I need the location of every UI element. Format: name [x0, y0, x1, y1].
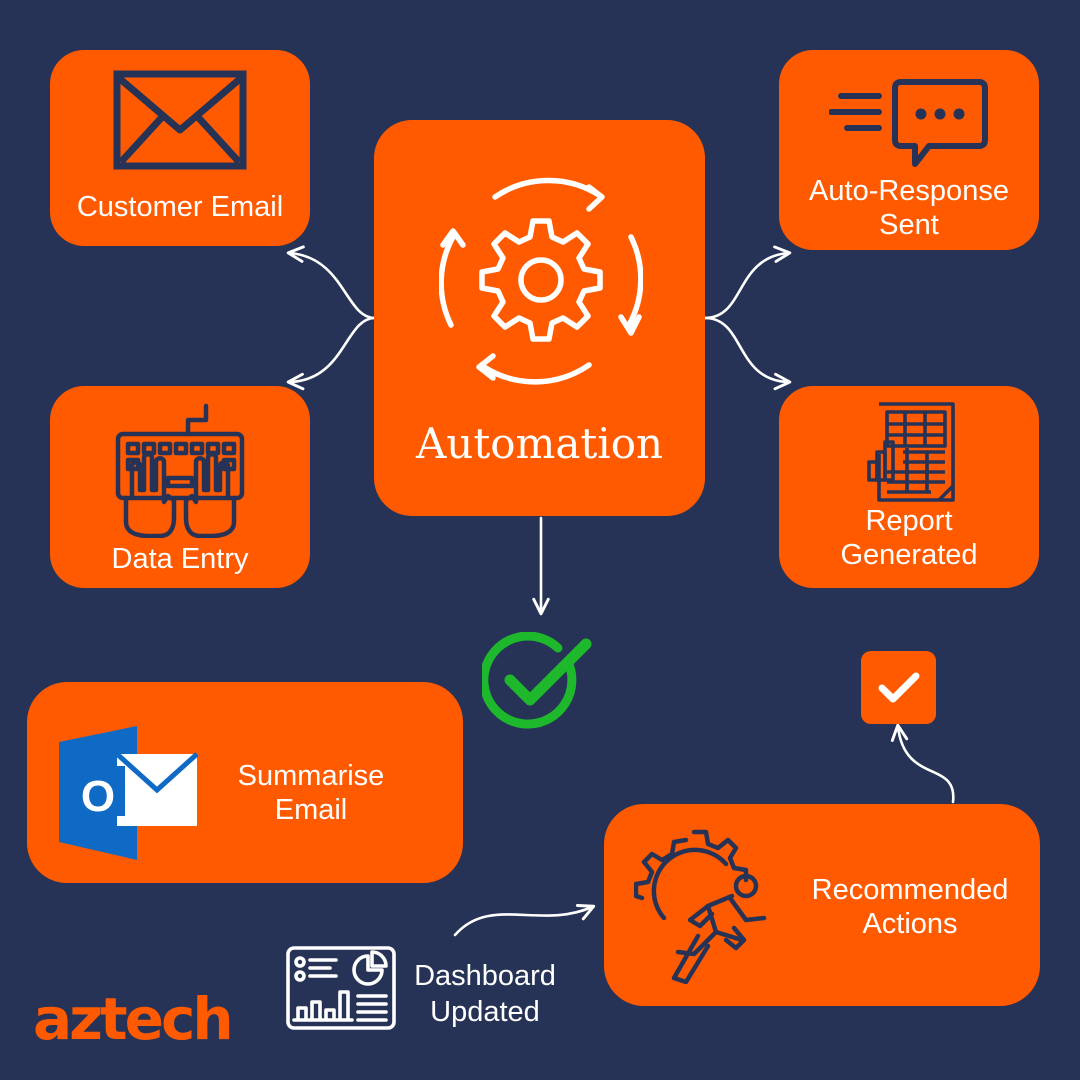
keyboard-hands-icon	[115, 403, 245, 538]
report-label-line1: Report	[865, 505, 953, 537]
svg-text:O: O	[81, 772, 115, 821]
recommended-label-line2: Actions	[862, 908, 958, 940]
data-entry-node: Data Entry	[50, 386, 310, 588]
arrow-to-recommended	[453, 904, 596, 937]
arrow-to-customer-email	[286, 245, 377, 320]
report-node: Report Generated	[779, 386, 1039, 588]
checkbox-icon	[878, 672, 920, 703]
customer-email-node: Customer Email	[50, 50, 310, 246]
summarise-label-line1: Summarise	[237, 760, 385, 792]
aztech-logo: aztech	[33, 985, 234, 1053]
report-document-icon	[867, 402, 955, 502]
auto-response-label-line2: Sent	[879, 209, 939, 241]
arrow-to-data-entry	[286, 316, 377, 391]
dashboard-label-line2: Updated	[430, 996, 540, 1028]
arrow-to-auto-response	[703, 245, 792, 320]
outlook-icon: O	[59, 726, 199, 860]
summarise-email-node: O Summarise Email	[27, 682, 463, 883]
gear-runner-icon	[634, 829, 767, 984]
envelope-icon	[113, 70, 247, 170]
arrow-to-checkbox	[890, 723, 955, 804]
automation-label: Automation	[415, 419, 664, 468]
recommended-actions-node: Recommended Actions	[604, 804, 1040, 1006]
dashboard-icon	[286, 946, 396, 1030]
customer-email-label: Customer Email	[76, 191, 284, 223]
summarise-label-line2: Email	[274, 794, 348, 826]
report-label-line2: Generated	[840, 539, 978, 571]
dashboard-label-line1: Dashboard	[414, 960, 556, 992]
recommended-label-line1: Recommended	[811, 874, 1009, 906]
checkbox-node	[861, 651, 936, 724]
check-circle-icon	[482, 632, 592, 729]
auto-response-label-line1: Auto-Response	[809, 175, 1009, 207]
gear-cycle-icon	[439, 177, 643, 385]
automation-node: Automation	[374, 120, 705, 516]
chat-bubble-icon	[829, 79, 988, 167]
data-entry-label: Data Entry	[111, 543, 249, 575]
arrow-to-report	[703, 316, 792, 391]
auto-response-node: Auto-Response Sent	[779, 50, 1039, 250]
